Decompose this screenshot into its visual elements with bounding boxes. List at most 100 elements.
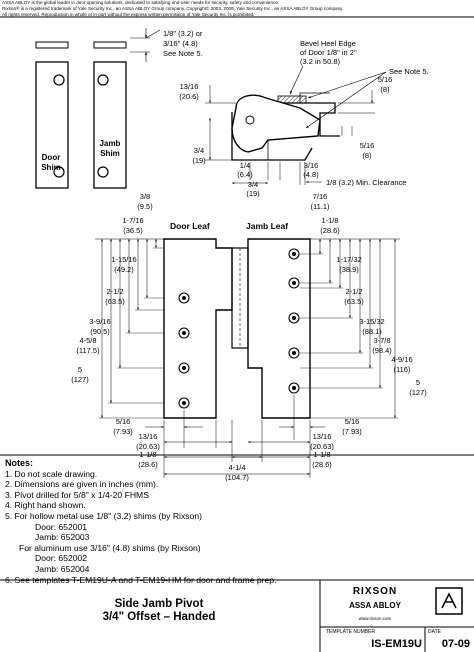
plan-view: Bevel Heel Edge of Door 1/8" in 2" (3.2 … [179,39,428,198]
bottom-dim-left-13-16: 13/16 [139,432,158,441]
right-dim-7: 4-9/16 [391,355,412,364]
right-dim-8: 5 [416,378,420,387]
note-5: 5. For hollow metal use 1/8" (3.2) shims… [5,510,202,521]
right-dim-7-mm: (116) [394,365,411,374]
bottom-dim-overall: 4-1/4 [228,463,245,472]
left-dim-6: 4-5/8 [79,336,96,345]
header-line-3: All rights reserved. Reproduction in who… [2,12,255,17]
left-dim-4: 2-1/2 [106,287,123,296]
note-6: 6. See templates T-EM19U-A and T-EM19-HM… [5,574,277,585]
right-dim-4-mm: (63.5) [344,297,364,306]
plan-dim-3-4-bottom-mm: (19) [246,189,260,198]
assa-abloy-logo-text: ASSA ABLOY [349,601,401,610]
note-5-jamb-hm: Jamb: 652003 [35,532,90,543]
elevation-view: Door Leaf Jamb Leaf 3/8(9.5)1-7/16(36.5)… [71,192,427,482]
right-dim-6: 3-7/8 [373,336,390,345]
left-dim-7: 5 [78,365,82,374]
note-3: 3. Pivot drilled for 5/8" x 1/4-20 FHMS [5,489,149,500]
note-5-door-al: Door: 652002 [35,553,88,564]
bottom-dim-left-5-16-mm: (7.93) [113,427,133,436]
bottom-dim-left-13-16-mm: (20.63) [136,442,160,451]
left-dim-2: 1-7/16 [122,216,143,225]
note-1: 1. Do not scale drawing. [5,468,98,479]
bottom-dim-left-1-1-8: 1-1/8 [139,450,156,459]
bottom-dim-left-5-16: 5/16 [116,417,131,426]
left-dim-1: 3/8 [140,192,150,201]
right-dim-5-mm: (88.1) [362,327,382,336]
jamb-leaf-label: Jamb Leaf [246,221,288,231]
left-dim-2-mm: (36.5) [123,226,143,235]
bevel-label-3: (3.2 in 50.8) [300,57,341,66]
door-shim: Door Shim [35,61,69,189]
door-shim-label-1: Door [42,153,61,162]
bottom-dim-overall-mm: (104.7) [225,473,249,482]
date-label: DATE [428,629,441,635]
door-shim-label-2: Shim [41,163,61,172]
header-line-2: Rixson® is a registered trademark of Yal… [2,6,344,11]
plan-dim-5-16-top: 5/16 [378,75,393,84]
jamb-shim-label-1: Jamb [100,139,121,148]
shim-thickness-2: 3/16" (4.8) [163,39,198,48]
plan-dim-1-4: 1/4 [240,161,250,170]
bottom-dim-left-1-1-8-mm: (28.6) [138,460,158,469]
bottom-dim-right-13-16-mm: (20.63) [310,442,334,451]
right-dim-8-mm: (127) [409,388,427,397]
left-dim-3-mm: (49.2) [114,265,134,274]
bottom-dim-right-1-1-8-mm: (28.6) [312,460,332,469]
plan-dim-1-4-mm: (6.4) [237,170,253,179]
plan-dim-3-4-bottom: 3/4 [248,180,258,189]
right-dim-1: 7/16 [313,192,328,201]
left-dim-5-mm: (90.5) [90,327,110,336]
right-dim-6-mm: (98.4) [372,346,392,355]
note-2: 2. Dimensions are given in inches (mm). [5,479,159,490]
assa-abloy-key-icon [435,587,463,615]
plan-dim-3-16-mm: (4.8) [303,170,319,179]
jamb-shim-label-2: Shim [100,149,120,158]
bevel-label-1: Bevel Heel Edge [300,39,356,48]
left-dim-5: 3-9/16 [89,317,110,326]
right-dim-3: 1-17/32 [336,255,361,264]
drawing-title: Side Jamb Pivot 3/4" Offset – Handed [0,598,318,624]
left-dim-4-mm: (63.5) [105,297,125,306]
right-dim-5: 3-15/32 [359,317,384,326]
note-5-door-hm: Door: 652001 [35,521,88,532]
jamb-leaf-plate [247,238,311,419]
rixson-logo-text: RIXSON [352,586,398,597]
header-line-1: ASSA ABLOY is the global leader in door … [2,0,280,5]
shim-thickness-1: 1/8" (3.2) or [163,29,203,38]
plan-clearance: 1/8 (3.2) Min. Clearance [326,178,406,187]
plan-dim-5-16-bottom-mm: (8) [362,151,372,160]
notes-section: Notes: 1. Do not scale drawing. 2. Dimen… [5,458,315,585]
header-legal-text: ASSA ABLOY is the global leader in door … [2,0,472,18]
template-number: IS-EM19U [371,638,422,650]
left-dim-7-mm: (127) [71,375,89,384]
shim-thickness-3: See Note 5. [163,49,203,58]
plan-dim-3-4-left: 3/4 [194,146,204,155]
right-dim-2: 1-1/8 [321,216,338,225]
note-5-jamb-al: Jamb: 652004 [35,563,90,574]
right-dim-2-mm: (28.6) [320,226,340,235]
title-line-2: 3/4" Offset – Handed [102,611,216,623]
note-5-aluminum: For aluminum use 3/16" (4.8) shims (by R… [19,542,201,553]
notes-heading: Notes: [5,458,34,468]
title-line-1: Side Jamb Pivot [114,598,204,610]
plan-dim-5-16-top-mm: (8) [380,85,390,94]
right-dim-3-mm: (38.9) [339,265,359,274]
plan-see-note: See Note 5. [389,67,429,76]
shim-thickness-views: 1/8" (3.2) or 3/16" (4.8) See Note 5. [35,28,203,62]
plan-dim-13-16: 13/16 [180,82,199,91]
website-url: www.rixson.com [358,616,392,621]
brand-logo: RIXSON ASSA ABLOY www.rixson.com [320,580,470,628]
left-dim-1-mm: (9.5) [137,202,153,211]
plan-dim-3-4-left-mm: (19) [192,156,206,165]
jamb-shim-section [277,95,307,104]
template-number-label: TEMPLATE NUMBER [326,629,376,635]
bottom-dim-right-13-16: 13/16 [313,432,332,441]
bottom-dim-right-5-16: 5/16 [345,417,360,426]
plan-dim-5-16-bottom: 5/16 [360,141,375,150]
left-dim-3: 1-15/16 [111,255,136,264]
door-leaf-plate [163,238,233,419]
door-leaf-holes [178,292,190,409]
plan-dim-3-16: 3/16 [304,161,319,170]
date-value: 07-09 [441,638,470,650]
